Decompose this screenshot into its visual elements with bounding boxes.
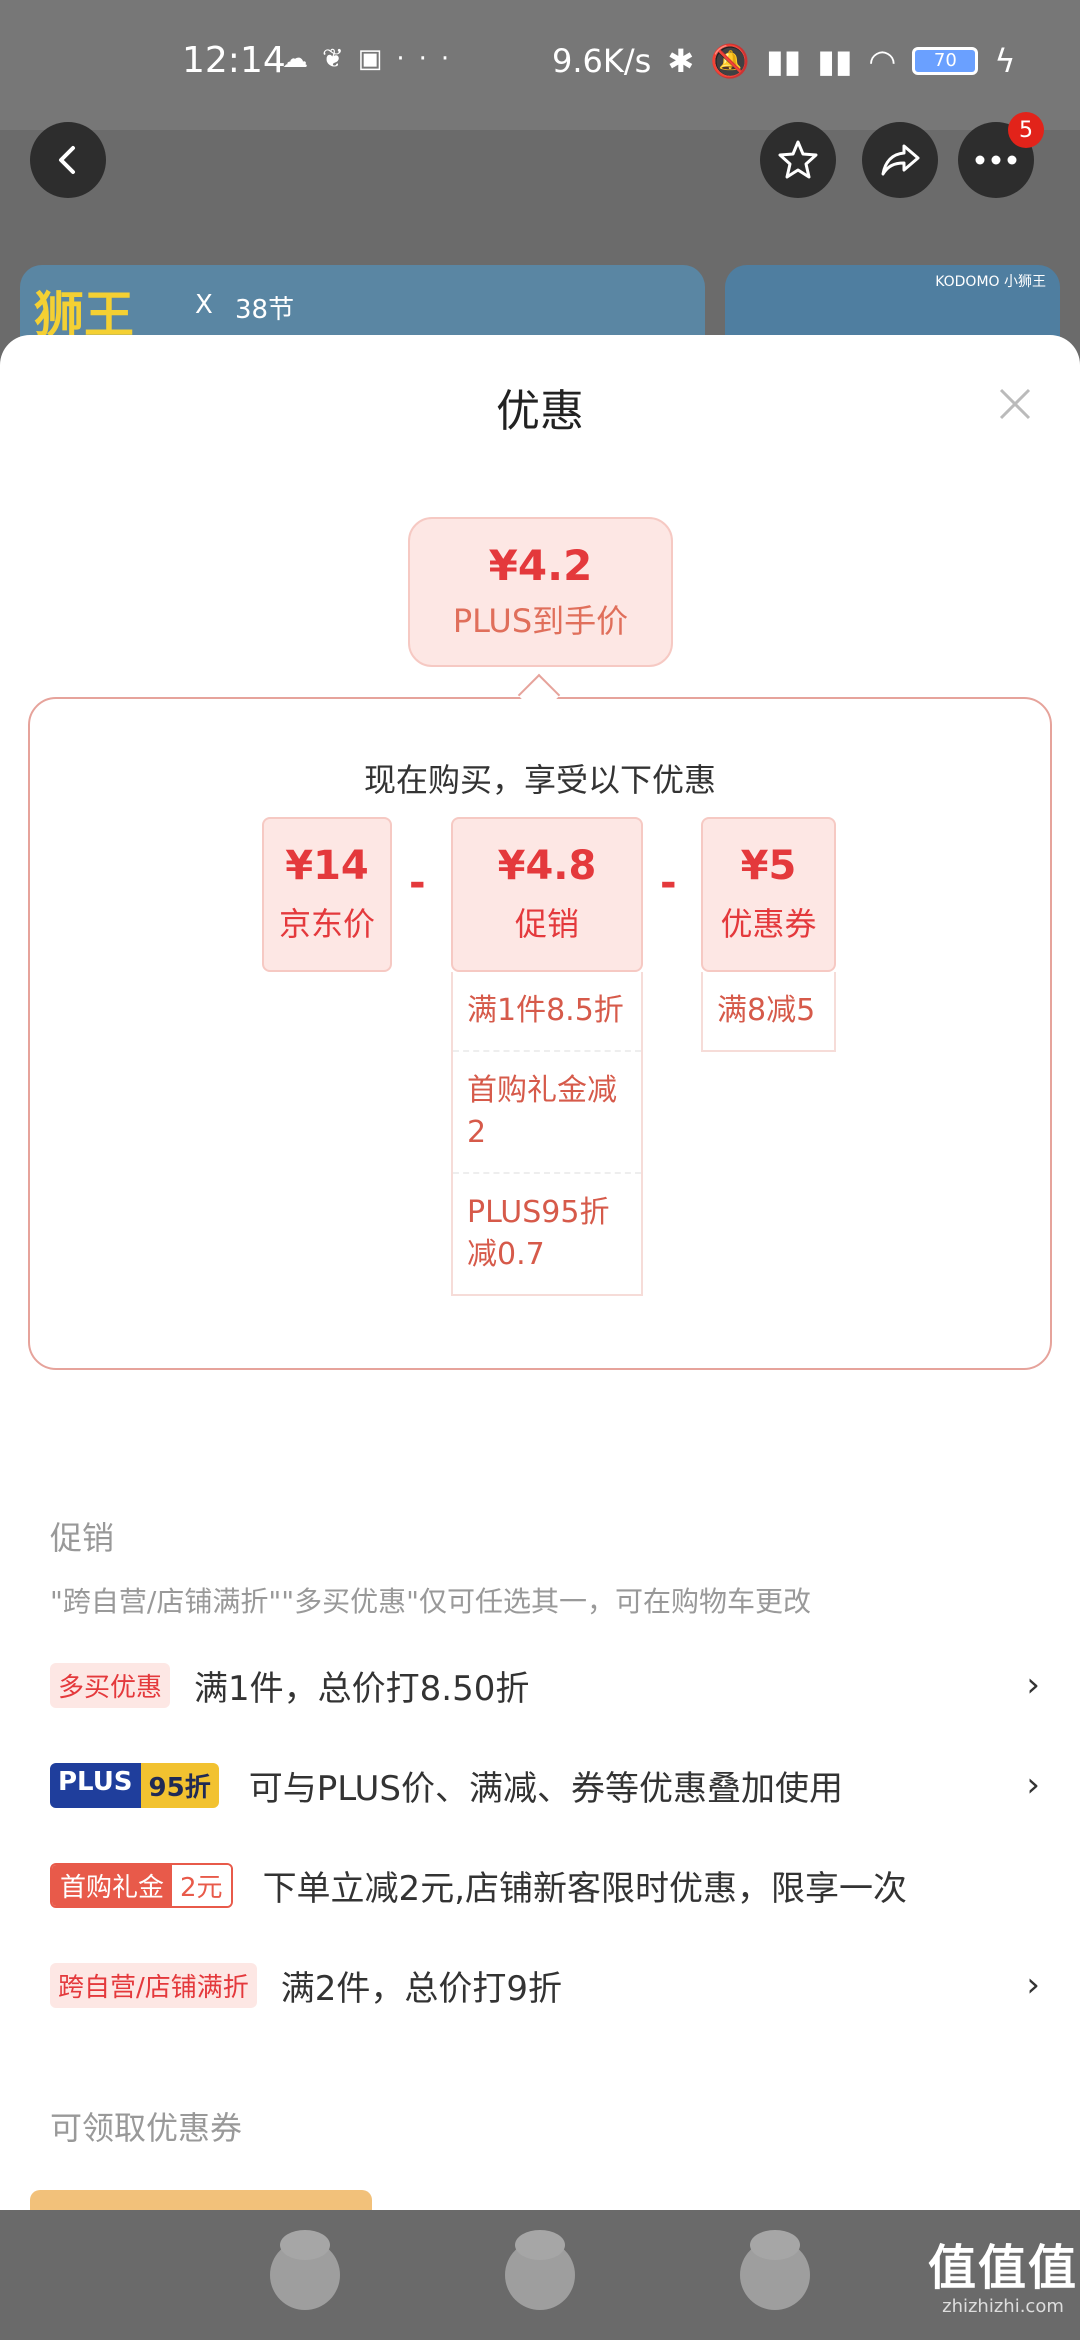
promotions-note: "跨自营/店铺满折""多买优惠"仅可任选其一，可在购物车更改 [50,1585,811,1618]
network-speed: 9.6K/s [552,42,652,80]
back-button[interactable] [30,122,106,198]
signal-icon-2: ▮▮ [817,42,853,80]
first-gift-text: 下单立减2元,店铺新客限时优惠，限享一次 [262,1868,908,1909]
coupon-pill: ¥5 优惠券 [701,817,836,972]
minus-sign: - [409,860,426,906]
multibuy-text: 满1件，总价打8.50折 [194,1668,530,1709]
plus-tag-label: PLUS [50,1762,141,1808]
final-price: ¥4.2 [488,541,593,590]
coupon-label: 优惠券 [720,905,817,943]
festival-text: 38节 [235,295,295,325]
close-icon [999,388,1031,420]
breakdown-title: 现在购买，享受以下优惠 [363,761,716,799]
coupon-detail-item: 满8减5 [717,993,816,1028]
minus-sign: - [660,860,677,906]
share-icon [881,144,920,176]
chevron-right-icon: › [1026,1965,1040,2005]
chevron-right-icon: › [1026,1765,1040,1805]
close-button[interactable] [990,379,1040,429]
promo-row-multibuy[interactable]: 多买优惠 满1件，总价打8.50折 › [50,1655,1040,1715]
wifi-icon: ◠ [868,42,897,80]
mascot-icon [740,2230,810,2310]
jd-price-amount: ¥14 [285,843,369,889]
bluetooth-icon: ✱ [667,42,695,80]
promo-row-cross-store[interactable]: 跨自营/店铺满折 满2件，总价打9折 › [50,1955,1040,2015]
bottom-bar [0,2210,1080,2340]
final-price-label: PLUS到手价 [452,602,629,640]
notification-icons: ☁❦▣··· [282,44,463,74]
promo-row-plus[interactable]: PLUS 95折 可与PLUS价、满减、券等优惠叠加使用 › [50,1755,1040,1815]
plus-discount-tag: PLUS 95折 [50,1762,219,1808]
app-notification-icon-2: ❦ [322,44,358,74]
more-button[interactable]: 5 [958,112,1044,198]
back-arrow-icon [59,146,75,174]
coupons-title: 可领取优惠券 [50,2109,243,2147]
status-right: 9.6K/s ✱ 🔕 ▮▮ ▮▮ ◠ 70 ϟ [552,42,1015,80]
more-notifications-icon: ··· [396,44,464,74]
coupon-card[interactable] [30,2190,372,2210]
app-notification-icon: ☁ [282,44,322,74]
gift-tag-amount: 2元 [172,1864,231,1906]
promo-pill: ¥4.8 促销 [451,817,643,972]
promotions-title: 促销 [50,1519,115,1557]
promo-label: 促销 [514,905,579,943]
cross-store-text: 满2件，总价打9折 [280,1968,563,2009]
jd-price-pill: ¥14 京东价 [262,817,392,972]
promo-detail-item: 满1件8.5折 [453,972,641,1052]
battery-icon: 70 [912,47,979,75]
mute-icon: 🔕 [710,42,750,80]
share-button[interactable] [862,122,938,198]
plus-tag-discount: 95折 [140,1762,219,1808]
more-dots-icon [975,155,1017,165]
first-gift-tag: 首购礼金 2元 [50,1862,233,1908]
mascot-icon [505,2230,575,2310]
status-bar: 12:14 ☁❦▣··· 9.6K/s ✱ 🔕 ▮▮ ▮▮ ◠ 70 ϟ [0,0,1080,130]
mascot-icon [270,2230,340,2310]
coupon-amount: ¥5 [740,843,797,889]
final-price-box: ¥4.2 PLUS到手价 [408,517,673,667]
coupon-detail-list: 满8减5 [701,972,836,1052]
app-notification-icon-3: ▣ [357,44,397,74]
watermark-main: 值值值 [928,2240,1079,2296]
cross-store-tag: 跨自营/店铺满折 [50,1962,257,2008]
gift-tag-label: 首购礼金 [52,1864,173,1906]
site-watermark: 值值值 zhizhizhi.com [928,2228,1078,2317]
multibuy-tag: 多买优惠 [50,1662,171,1708]
watermark-url: zhizhizhi.com [942,2296,1064,2317]
promo-detail-item: 首购礼金减2 [453,1052,641,1174]
sheet-title: 优惠 [496,386,584,437]
chevron-right-icon: › [1026,1665,1040,1705]
collab-x: X [195,290,213,320]
discount-sheet: 优惠 ¥4.2 PLUS到手价 现在购买，享受以下优惠 ¥14 京东价 - ¥4… [0,335,1080,2210]
message-badge: 5 [1008,112,1044,148]
charging-icon: ϟ [994,42,1016,80]
plus-text: 可与PLUS价、满减、券等优惠叠加使用 [248,1768,843,1809]
signal-icon: ▮▮ [765,42,802,80]
promo-detail-list: 满1件8.5折 首购礼金减2 PLUS95折减0.7 [451,972,643,1296]
status-time: 12:14 [182,40,286,81]
promo-detail-item: PLUS95折减0.7 [467,1195,610,1272]
brand-logo: 狮王 [34,285,134,344]
star-icon [778,140,818,179]
promo-row-first-gift: 首购礼金 2元 下单立减2元,店铺新客限时优惠，限享一次 [50,1855,1040,1915]
favorite-button[interactable] [760,122,836,198]
promo-amount: ¥4.8 [497,843,597,889]
jd-price-label: 京东价 [278,905,375,943]
brand-small-logo: KODOMO 小狮王 [935,274,1046,290]
